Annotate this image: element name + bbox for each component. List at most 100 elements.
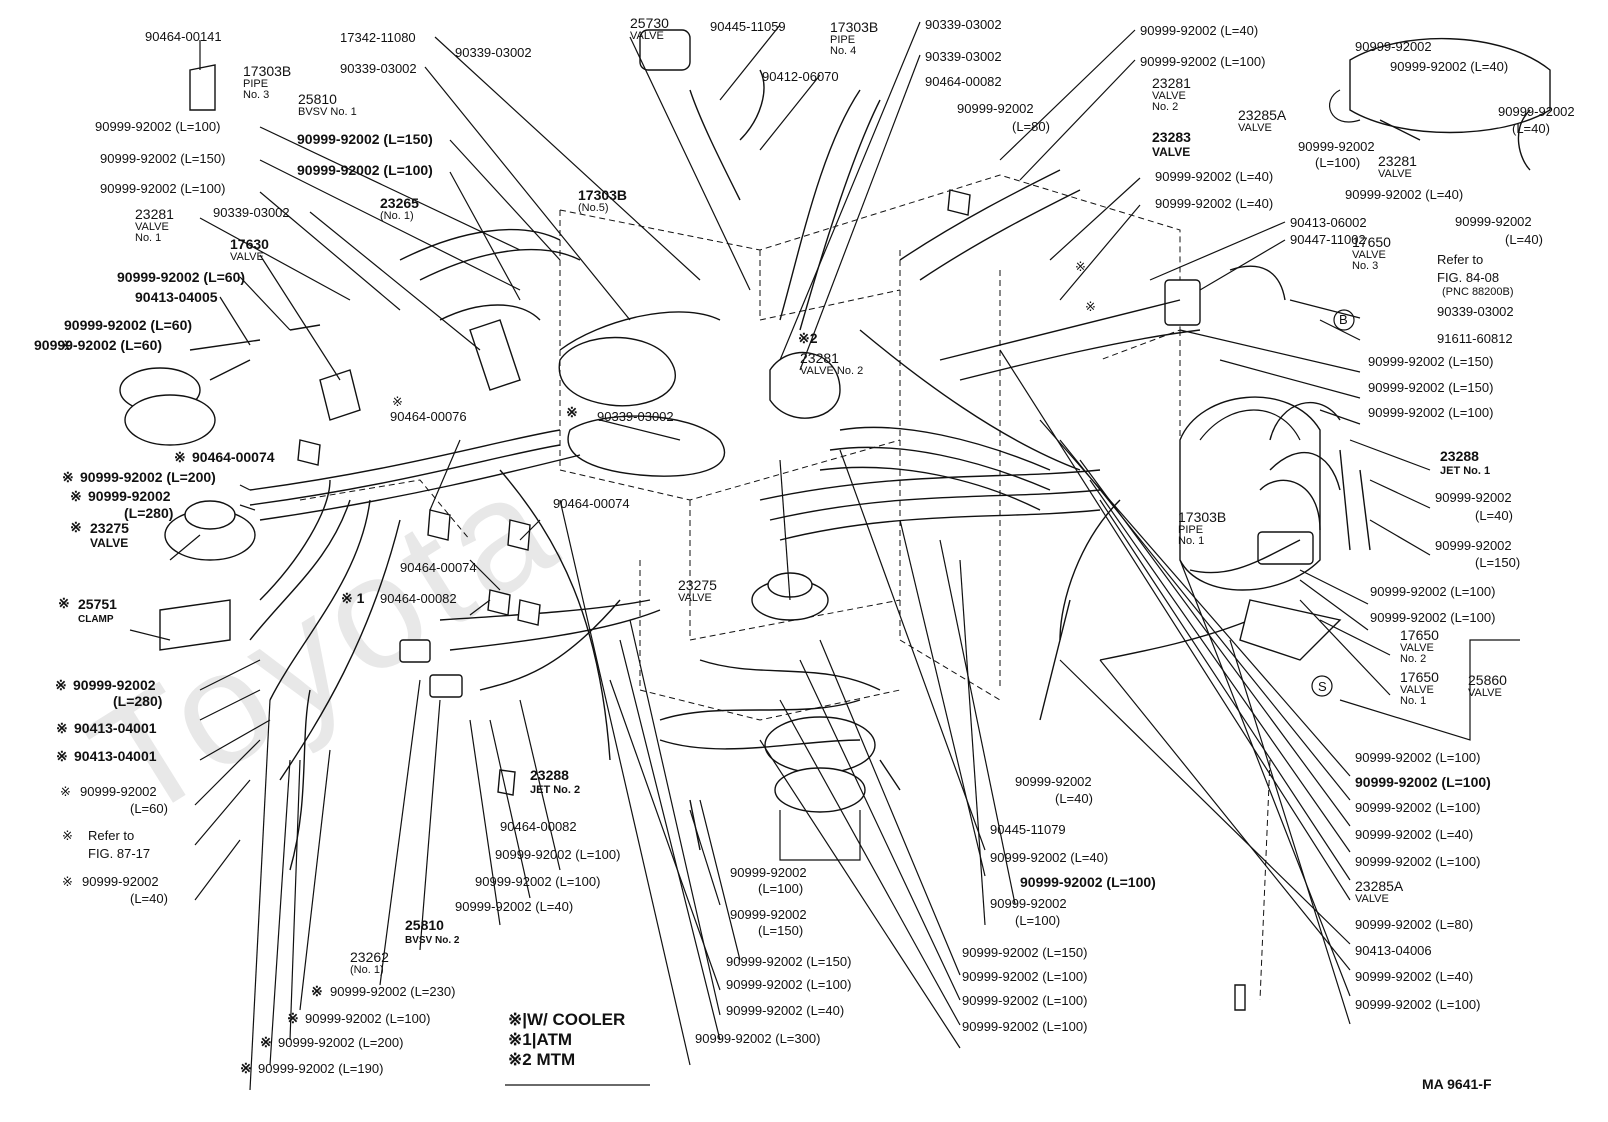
- label-part: 90999-92002 (L=300): [695, 1031, 821, 1046]
- egr-valve: [751, 572, 876, 861]
- label-part: 90999-92002 (L=100): [1370, 584, 1496, 599]
- label-part: (L=40): [130, 891, 168, 906]
- label-part: (L=100): [1315, 155, 1361, 170]
- legend-row: ※1|ATM: [508, 1030, 573, 1049]
- label-part: 90999-92002: [1435, 490, 1512, 505]
- label-part: 90999-92002 (L=150): [1368, 354, 1494, 369]
- label-part: (L=80): [1012, 119, 1050, 134]
- label-part: 90999-92002: [80, 784, 157, 799]
- engine-outline: [299, 174, 1271, 1001]
- label-part: 90339-03002: [925, 49, 1002, 64]
- label-part: 90413-04001: [74, 748, 157, 764]
- label-part: 90339-03002: [340, 61, 417, 76]
- label-part: 90999-92002: [73, 677, 156, 693]
- label-part: 90999-92002 (L=100): [962, 1019, 1088, 1034]
- label-part: 90999-92002: [82, 874, 159, 889]
- marker-cooler: ※: [62, 469, 74, 485]
- marker-cooler: ※: [62, 828, 73, 843]
- marker-cooler: ※: [60, 784, 71, 799]
- label-part: 90999-92002 (L=100): [962, 969, 1088, 984]
- marker-cooler: ※: [62, 874, 73, 889]
- label-part: 90999-92002: [1455, 214, 1532, 229]
- legend: ※|W/ COOLER ※1|ATM ※2 MTM: [508, 1010, 625, 1070]
- label-part: 90464-00074: [553, 496, 630, 511]
- marker-cooler: ※: [58, 595, 70, 611]
- label-part: 90999-92002 (L=190): [258, 1061, 384, 1076]
- label-part: 90464-00074: [400, 560, 477, 575]
- label-part: 90999-92002 (L=40): [1345, 187, 1464, 202]
- label-part: 90339-03002: [925, 17, 1002, 32]
- label-part: 90445-11059: [710, 19, 786, 34]
- label-part: 90999-92002 (L=150): [962, 945, 1088, 960]
- label-part: 90412-06070: [762, 69, 839, 84]
- circle-marker-s: [1311, 675, 1333, 697]
- label-part: (L=40): [1505, 232, 1543, 247]
- label-part: 90999-92002 (L=40): [1155, 196, 1274, 211]
- marker-cooler: ※: [60, 338, 71, 353]
- label-part: 90999-92002 (L=60): [34, 337, 163, 353]
- label-part: (L=40): [1055, 791, 1093, 806]
- label-reference: Refer to: [88, 828, 135, 843]
- label-part: 90999-92002: [1355, 39, 1432, 54]
- turbo-housing: [1179, 396, 1321, 591]
- label-reference: Refer to: [1437, 252, 1484, 267]
- label-part: (L=280): [124, 505, 174, 521]
- air-cleaner: [1329, 37, 1551, 134]
- label-part: 90464-00141: [145, 29, 222, 44]
- label-part: 90464-00082: [925, 74, 1002, 89]
- label-part: 90999-92002 (L=150): [100, 151, 226, 166]
- label-part: 90999-92002 (L=100): [475, 874, 601, 889]
- legend-row: ※|W/ COOLER: [508, 1010, 626, 1029]
- label-part: 90999-92002 (L=40): [1155, 169, 1274, 184]
- marker-cooler: ※: [260, 1034, 272, 1050]
- circle-marker-b: [1333, 309, 1355, 331]
- label-part: 90999-92002 (L=40): [1355, 827, 1474, 842]
- label-part: 90464-00074: [192, 449, 275, 465]
- marker-atm: ※ 1: [341, 590, 365, 606]
- label-part: (L=150): [1475, 555, 1521, 570]
- label-part: 90999-92002 (L=80): [1355, 917, 1474, 932]
- label-part: 90447-11002: [1290, 232, 1366, 247]
- label-reference: (PNC 88200B): [1442, 286, 1514, 298]
- intake-manifold: [558, 336, 841, 477]
- label-part: 90999-92002 (L=100): [1355, 774, 1491, 790]
- legend-row: ※2 MTM: [508, 1050, 576, 1069]
- label-part: (L=40): [1475, 508, 1513, 523]
- label-part: 90999-92002: [1498, 104, 1575, 119]
- label-part: 90339-03002: [597, 409, 674, 424]
- label-part: 90999-92002 (L=100): [495, 847, 621, 862]
- label-part: 90999-92002 (L=150): [297, 131, 433, 147]
- marker-cooler: ※: [1075, 259, 1086, 274]
- circle-marker-label: S: [1318, 679, 1327, 694]
- label-part: 90999-92002 (L=60): [117, 269, 246, 285]
- marker-mtm: ※2: [798, 330, 818, 346]
- marker-cooler: ※: [174, 449, 186, 465]
- label-reference: FIG. 87-17: [88, 846, 151, 861]
- marker-cooler: ※: [70, 519, 82, 535]
- label-part: 90445-11079: [990, 822, 1066, 837]
- label-part: 90339-03002: [455, 45, 532, 60]
- part-callout: 17303B(No.5): [578, 187, 628, 214]
- label-part: 90999-92002 (L=100): [1355, 750, 1481, 765]
- label-part: 90999-92002 (L=100): [305, 1011, 431, 1026]
- label-part: 90999-92002 (L=100): [1140, 54, 1266, 69]
- label-part: 90464-00082: [500, 819, 577, 834]
- label-part: 90339-03002: [213, 205, 290, 220]
- leader-lines: [129, 21, 1520, 1091]
- marker-cooler: ※: [392, 394, 403, 409]
